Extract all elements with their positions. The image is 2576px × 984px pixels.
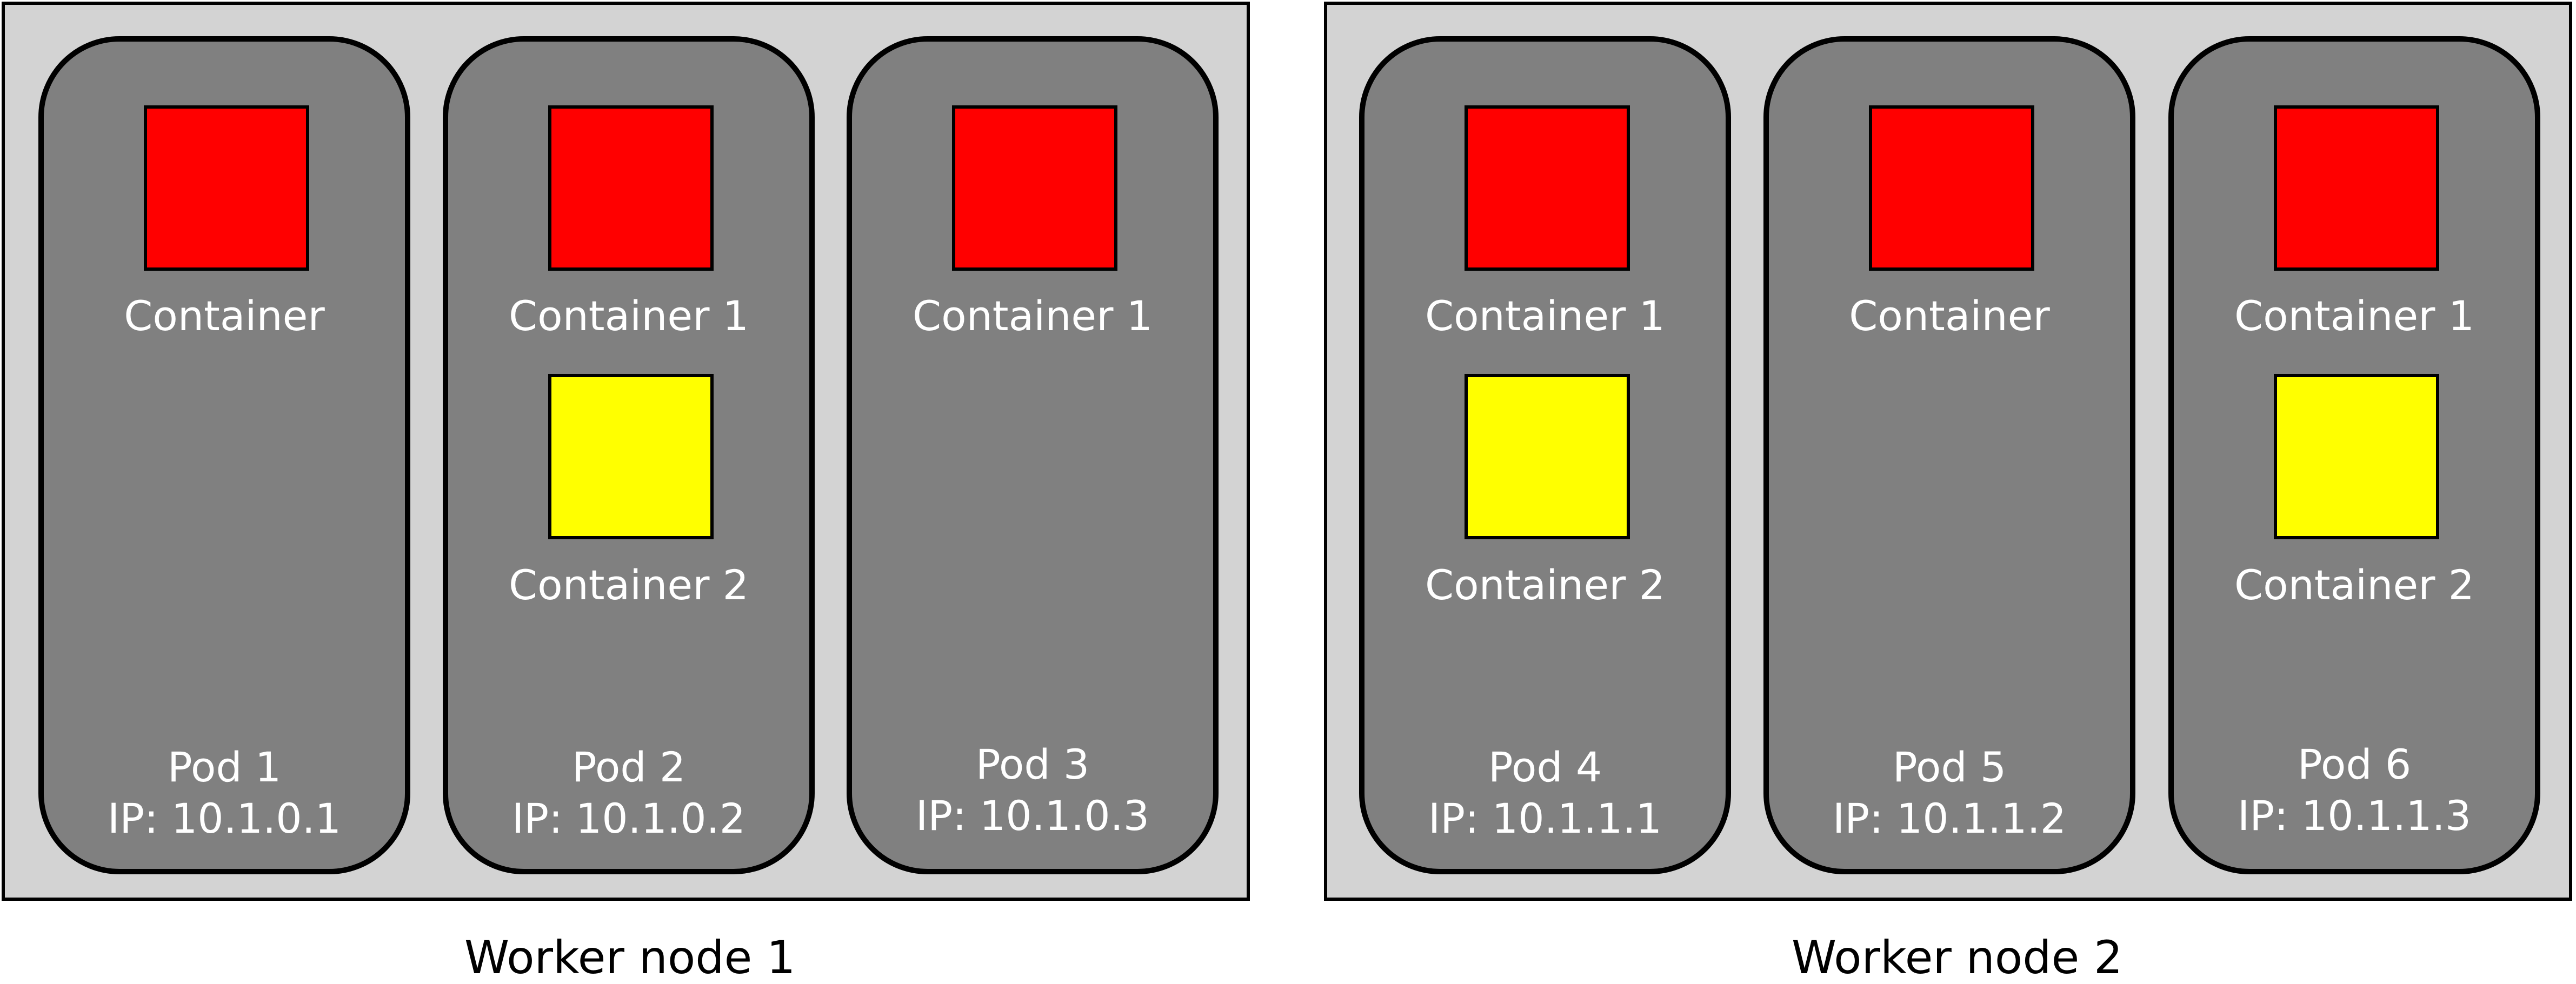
container-red-box xyxy=(144,105,309,271)
container-label: Container xyxy=(124,292,325,340)
worker-node-2-label: Worker node 2 xyxy=(1792,931,2123,984)
container-2-label: Container 2 xyxy=(2234,561,2474,609)
pod-name: Pod 5 xyxy=(1892,743,2007,791)
pod-name: Pod 6 xyxy=(2297,740,2412,788)
container-2-label: Container 2 xyxy=(509,561,749,609)
container-1-red-box xyxy=(1465,105,1630,271)
pod-ip: IP: 10.1.1.1 xyxy=(1428,794,1662,842)
pod-1: Container Pod 1 IP: 10.1.0.1 xyxy=(38,36,410,874)
pod-2: Container 1 Container 2 Pod 2 IP: 10.1.0… xyxy=(443,36,815,874)
container-1-label: Container 1 xyxy=(1425,292,1665,340)
container-label: Container xyxy=(1849,292,2050,340)
container-1-red-box xyxy=(2274,105,2439,271)
worker-node-1: Container Pod 1 IP: 10.1.0.1 Container 1… xyxy=(2,2,1250,901)
container-1-label: Container 1 xyxy=(509,292,749,340)
container-2-label: Container 2 xyxy=(1425,561,1665,609)
worker-node-1-label: Worker node 1 xyxy=(464,931,796,984)
pod-name: Pod 4 xyxy=(1488,743,1602,791)
worker-node-2: Container 1 Container 2 Pod 4 IP: 10.1.1… xyxy=(1324,2,2572,901)
container-1-label: Container 1 xyxy=(2234,292,2474,340)
pod-ip: IP: 10.1.0.2 xyxy=(511,794,746,842)
pod-5: Container Pod 5 IP: 10.1.1.2 xyxy=(1763,36,2135,874)
container-1-red-box xyxy=(952,105,1117,271)
pod-ip: IP: 10.1.1.3 xyxy=(2237,792,2472,840)
container-2-yellow-box xyxy=(1465,374,1630,539)
container-red-box xyxy=(1869,105,2034,271)
container-2-yellow-box xyxy=(548,374,714,539)
pod-ip: IP: 10.1.0.1 xyxy=(107,794,342,842)
pod-name: Pod 2 xyxy=(571,743,686,791)
pod-name: Pod 1 xyxy=(167,743,282,791)
container-1-red-box xyxy=(548,105,714,271)
pod-ip: IP: 10.1.0.3 xyxy=(915,792,1150,840)
pod-ip: IP: 10.1.1.2 xyxy=(1832,794,2067,842)
pod-name: Pod 3 xyxy=(975,740,1090,788)
pod-6: Container 1 Container 2 Pod 6 IP: 10.1.1… xyxy=(2168,36,2540,874)
pod-3: Container 1 Pod 3 IP: 10.1.0.3 xyxy=(847,36,1219,874)
pod-4: Container 1 Container 2 Pod 4 IP: 10.1.1… xyxy=(1359,36,1731,874)
container-2-yellow-box xyxy=(2274,374,2439,539)
container-1-label: Container 1 xyxy=(913,292,1153,340)
